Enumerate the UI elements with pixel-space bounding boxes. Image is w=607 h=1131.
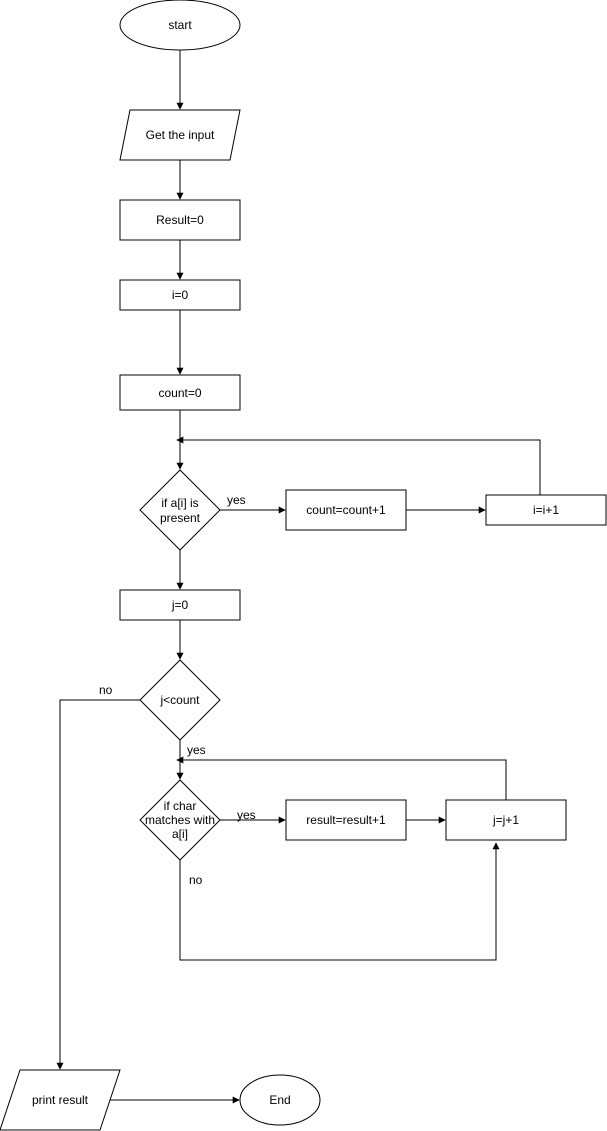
node-decision-char-match-label-line1: if char <box>164 799 197 813</box>
node-i-init: i=0 <box>119 279 241 311</box>
node-get-input-label: Get the input <box>146 128 215 142</box>
node-result-init-label: Result=0 <box>156 213 204 227</box>
node-i-increment-label: i=i+1 <box>533 503 559 517</box>
edges <box>56 50 541 1104</box>
edge-i-inc-loop-back <box>176 436 541 495</box>
node-j-init: j=0 <box>119 589 241 621</box>
edge-label-j-count-no: no <box>99 683 113 697</box>
edge-j-inc-loop-back <box>176 756 507 800</box>
node-count-increment: count=count+1 <box>285 489 407 531</box>
node-decision-char-match-label-line3: a[i] <box>172 827 188 841</box>
edge-label-present-yes: yes <box>227 493 246 507</box>
node-count-init-label: count=0 <box>158 386 201 400</box>
node-decision-present-label-line2: present <box>160 511 201 525</box>
node-start-label: start <box>168 18 192 32</box>
node-decision-present-label-line1: if a[i] is <box>161 496 198 510</box>
edge-j-decision-no-to-print <box>56 699 140 1070</box>
node-j-init-label: j=0 <box>171 598 189 612</box>
node-decision-char-match-label-line2: matches with <box>145 813 215 827</box>
node-count-increment-label: count=count+1 <box>306 503 386 517</box>
node-i-init-label: i=0 <box>172 288 189 302</box>
node-print-result-label: print result <box>32 1093 89 1107</box>
edge-label-char-match-no: no <box>189 873 203 887</box>
node-get-input: Get the input <box>119 109 241 161</box>
node-result-increment-label: result=result+1 <box>306 813 386 827</box>
node-j-increment: j=j+1 <box>445 799 567 841</box>
edge-label-char-match-yes: yes <box>237 808 256 822</box>
node-decision-present: if a[i] is present <box>139 469 221 551</box>
node-print-result: print result <box>0 1069 121 1131</box>
node-result-init: Result=0 <box>119 199 241 241</box>
edge-char-no-to-j-inc <box>179 842 500 961</box>
node-count-init: count=0 <box>119 374 241 411</box>
node-end-label: End <box>269 1093 290 1107</box>
node-start: start <box>119 0 241 51</box>
node-decision-char-match: if char matches with a[i] <box>139 779 221 861</box>
node-end: End <box>239 1074 321 1126</box>
node-decision-j-count-label: j<count <box>159 693 200 707</box>
node-decision-j-count: j<count <box>139 659 221 741</box>
node-result-increment: result=result+1 <box>285 799 407 841</box>
node-j-increment-label: j=j+1 <box>492 813 519 827</box>
edge-label-j-count-yes: yes <box>187 743 206 757</box>
node-i-increment: i=i+1 <box>485 494 607 526</box>
